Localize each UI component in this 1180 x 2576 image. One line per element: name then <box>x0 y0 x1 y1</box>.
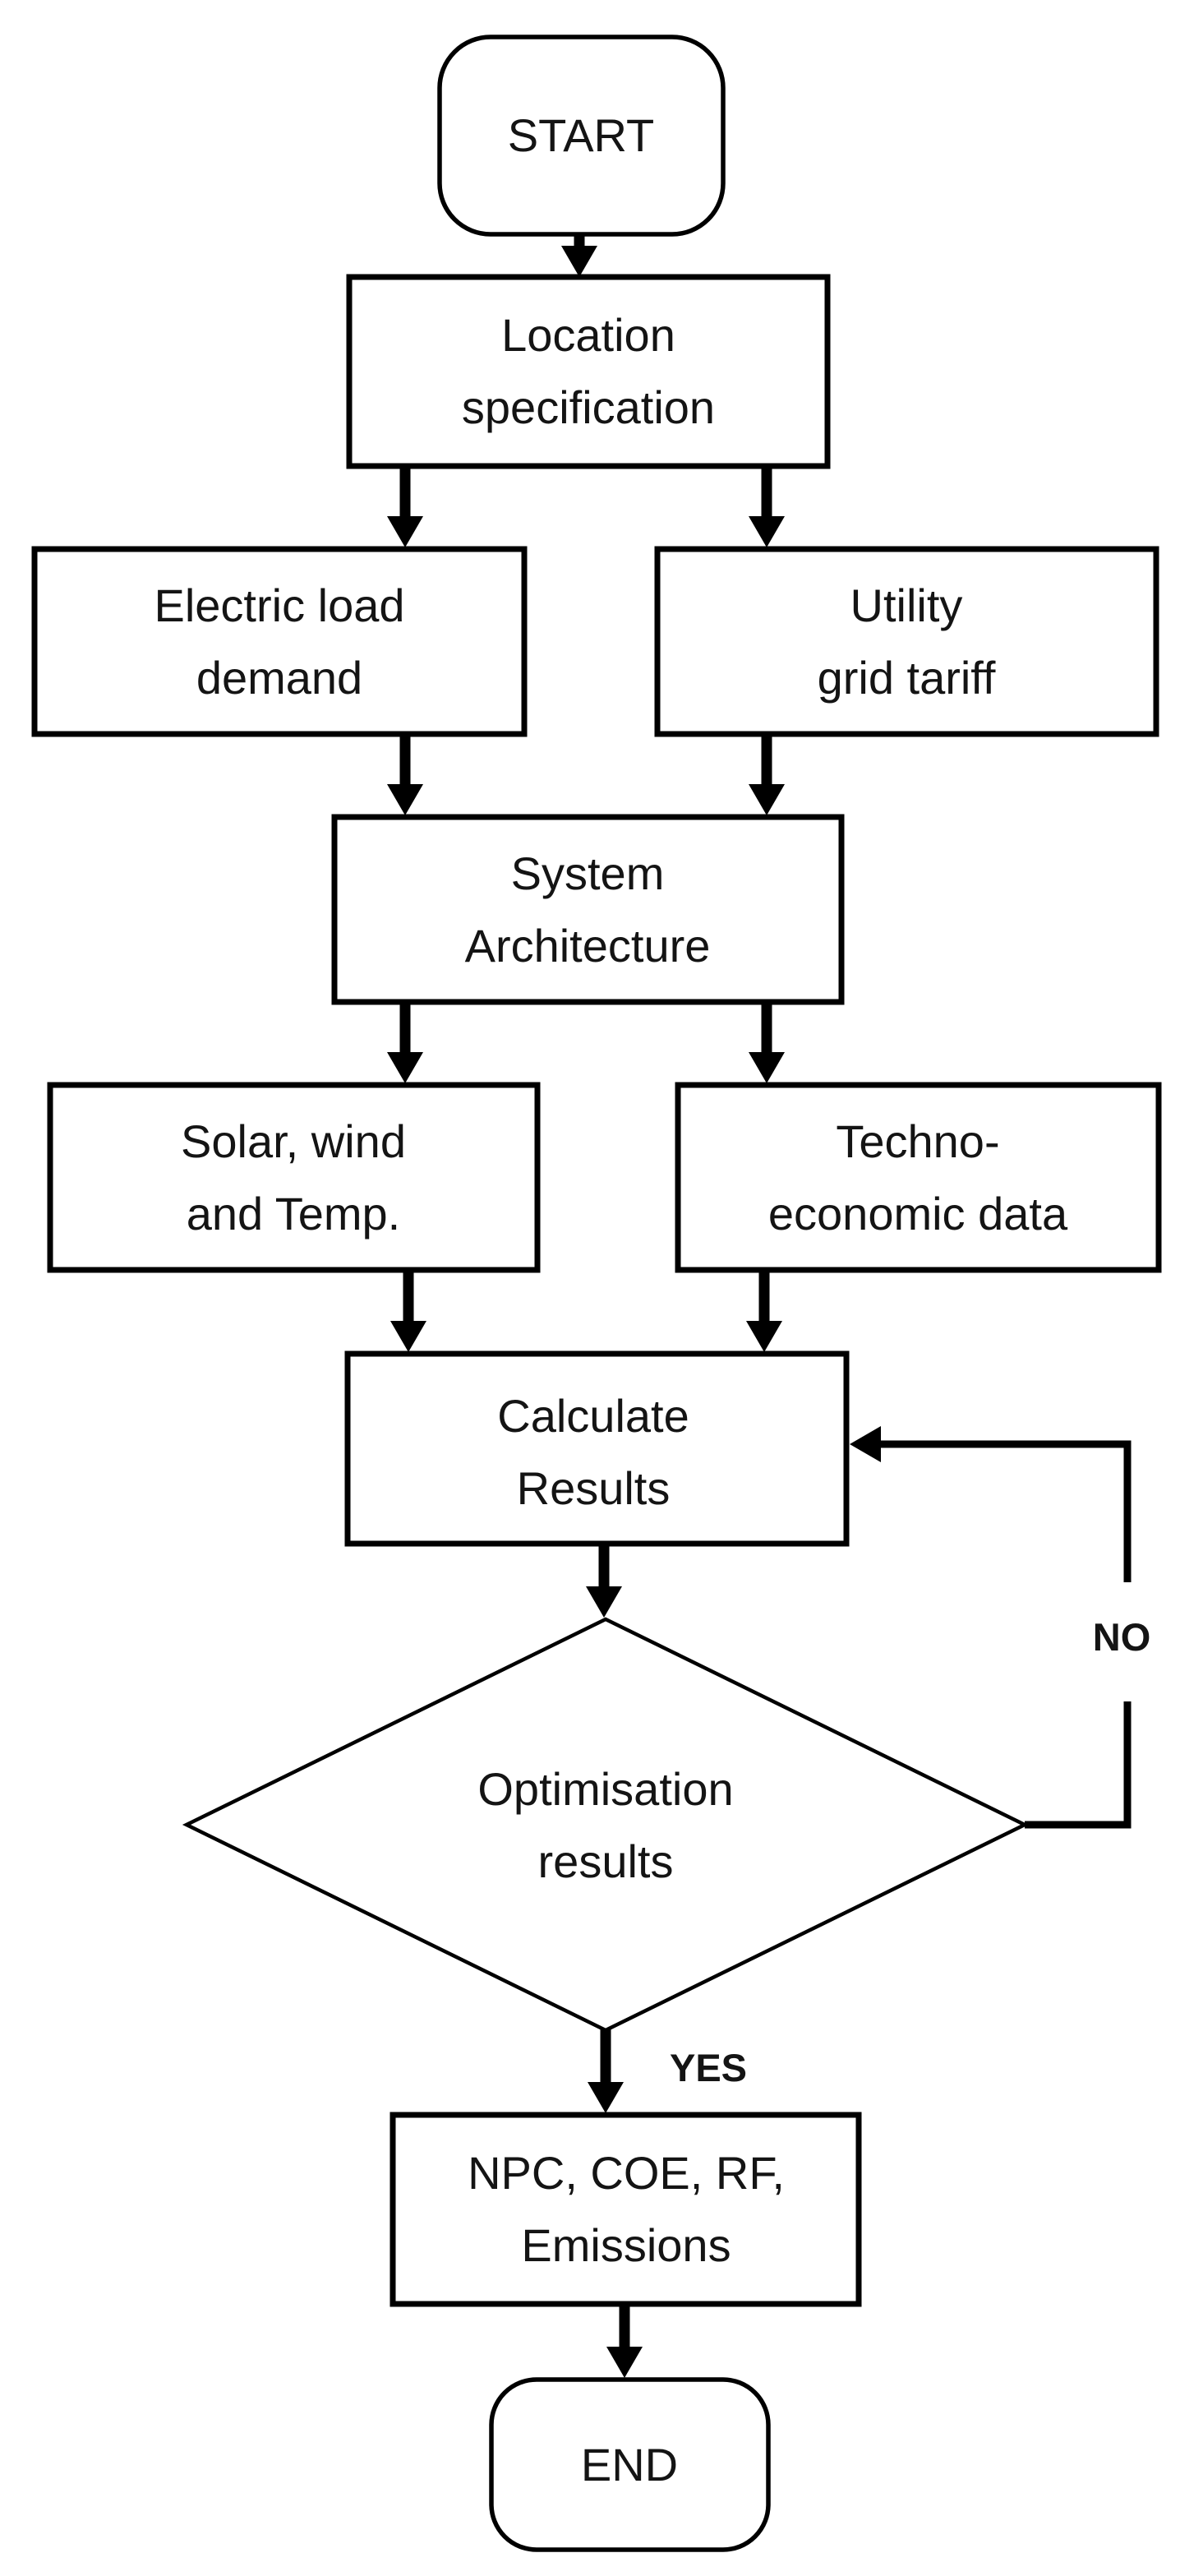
edge-decision-yes-to-npc: YES <box>588 2029 747 2113</box>
electric-label-line1: Electric load <box>154 579 404 631</box>
calculate-label-line2: Results <box>517 1462 671 1514</box>
edge-techno-to-calculate <box>746 1270 782 1352</box>
arrowhead-down-icon <box>387 784 423 815</box>
utility-label-line2: grid tariff <box>818 652 996 704</box>
arrowhead-down-icon <box>749 1052 785 1083</box>
arrowhead-down-icon <box>749 784 785 815</box>
no-label: NO <box>1093 1615 1151 1659</box>
decision-label-line1: Optimisation <box>477 1763 733 1815</box>
arrowhead-down-icon <box>387 1052 423 1083</box>
sysarch-process-shape <box>331 814 845 1005</box>
npc-label-line1: NPC, COE, RF, <box>468 2147 785 2199</box>
edge-location-to-utility <box>749 466 785 547</box>
edge-electric-to-sysarch <box>387 734 423 815</box>
techno-label-line2: economic data <box>768 1188 1068 1240</box>
calculate-process-shape <box>344 1350 850 1547</box>
location-label-line2: specification <box>462 381 715 433</box>
arrowhead-down-icon <box>387 516 423 547</box>
node-system-architecture: System Architecture <box>331 814 845 1005</box>
decision-label-line2: results <box>538 1835 674 1887</box>
node-start: START <box>437 35 726 237</box>
solar-label-line2: and Temp. <box>187 1188 400 1240</box>
techno-process-shape <box>675 1082 1162 1273</box>
edge-sysarch-to-techno <box>749 1002 785 1083</box>
arrowhead-down-icon <box>586 1586 622 1618</box>
arrowhead-down-icon <box>746 1321 782 1352</box>
edge-location-to-electric <box>387 466 423 547</box>
solar-label-line1: Solar, wind <box>181 1115 406 1167</box>
electric-label-line2: demand <box>196 652 362 704</box>
edge-sysarch-to-solar <box>387 1002 423 1083</box>
edge-start-to-location <box>561 233 597 277</box>
node-calculate-results: Calculate Results <box>344 1350 850 1547</box>
arrowhead-down-icon <box>390 1321 426 1352</box>
npc-label-line2: Emissions <box>521 2219 731 2271</box>
start-label: START <box>508 109 654 161</box>
arrowhead-down-icon <box>749 516 785 547</box>
arrowhead-down-icon <box>588 2082 624 2113</box>
node-optimisation-results-decision: Optimisation results <box>182 1617 1030 2033</box>
calculate-label-line1: Calculate <box>497 1390 689 1442</box>
arrowhead-down-icon <box>561 246 597 277</box>
node-utility-grid-tariff: Utility grid tariff <box>654 546 1159 737</box>
start-terminator-shape <box>437 35 726 237</box>
arrowhead-down-icon <box>606 2347 643 2378</box>
decision-diamond-shape <box>182 1617 1030 2033</box>
edge-decision-no-loop: NO <box>850 1426 1151 1829</box>
node-electric-load-demand: Electric load demand <box>31 546 528 737</box>
utility-label-line1: Utility <box>850 579 963 631</box>
node-solar-wind-temp: Solar, wind and Temp. <box>47 1082 541 1273</box>
node-end: END <box>489 2377 771 2552</box>
solar-process-shape <box>47 1082 541 1273</box>
sysarch-label-line1: System <box>511 847 665 899</box>
utility-process-shape <box>654 546 1159 737</box>
node-npc-coe-rf-emissions: NPC, COE, RF, Emissions <box>389 2112 862 2307</box>
node-location-specification: Location specification <box>346 274 831 469</box>
electric-process-shape <box>31 546 528 737</box>
npc-process-shape <box>389 2112 862 2307</box>
edge-calculate-to-decision <box>586 1544 622 1618</box>
end-terminator-shape <box>489 2377 771 2552</box>
edge-utility-to-sysarch <box>749 734 785 815</box>
location-label-line1: Location <box>501 309 675 361</box>
sysarch-label-line2: Architecture <box>465 920 711 972</box>
edge-solar-to-calculate <box>390 1270 426 1352</box>
location-process-shape <box>346 274 831 469</box>
techno-label-line1: Techno- <box>836 1115 999 1167</box>
arrowhead-left-icon <box>850 1426 881 1462</box>
edge-npc-to-end <box>606 2304 643 2378</box>
yes-label: YES <box>670 2046 747 2089</box>
node-techno-economic-data: Techno- economic data <box>675 1082 1162 1273</box>
end-label: END <box>581 2439 678 2491</box>
